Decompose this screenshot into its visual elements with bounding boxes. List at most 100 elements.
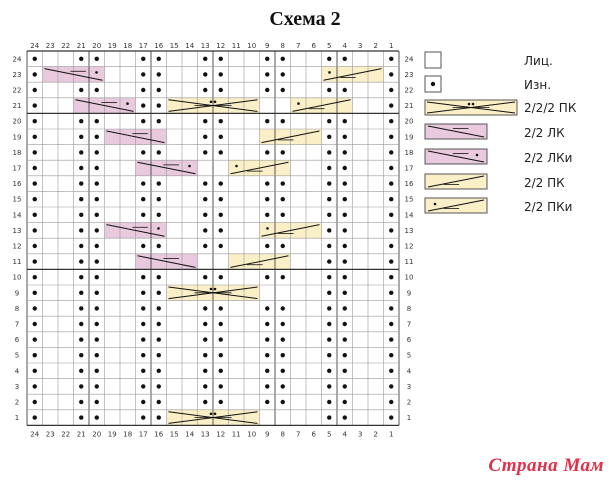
purl-dot bbox=[79, 165, 84, 171]
purl-dot bbox=[265, 321, 270, 327]
row-number: 16 bbox=[13, 180, 22, 188]
purl-dot bbox=[342, 212, 347, 217]
row-number: 10 bbox=[13, 274, 22, 282]
purl-dot bbox=[94, 165, 99, 171]
purl-dot bbox=[156, 290, 161, 295]
purl-dot bbox=[218, 368, 223, 373]
purl-dot bbox=[94, 56, 99, 61]
column-number: 1 bbox=[389, 430, 393, 438]
purl-dot bbox=[265, 275, 270, 280]
column-number: 19 bbox=[108, 430, 117, 438]
column-number: 13 bbox=[201, 42, 210, 50]
purl-dot bbox=[328, 71, 331, 74]
column-number: 11 bbox=[232, 430, 241, 438]
purl-dot bbox=[327, 134, 332, 139]
purl-dot bbox=[280, 72, 285, 77]
purl-dot bbox=[203, 337, 208, 342]
purl-dot bbox=[94, 259, 99, 264]
purl-dot bbox=[280, 368, 285, 373]
row-number: 6 bbox=[407, 336, 412, 344]
purl-dot bbox=[79, 384, 84, 389]
purl-dot bbox=[156, 181, 161, 186]
purl-dot bbox=[79, 134, 84, 139]
column-number: 17 bbox=[139, 42, 148, 50]
row-number: 4 bbox=[407, 367, 412, 375]
row-number: 11 bbox=[13, 258, 22, 266]
column-number: 6 bbox=[312, 42, 317, 50]
purl-dot bbox=[94, 337, 99, 342]
purl-dot bbox=[203, 134, 208, 139]
cable-line bbox=[427, 125, 485, 138]
purl-dot bbox=[79, 87, 84, 93]
row-number: 12 bbox=[13, 243, 22, 251]
watermark-logo: Страна Мам bbox=[488, 455, 604, 476]
purl-dot bbox=[327, 259, 332, 264]
purl-dot bbox=[203, 321, 208, 327]
row-number: 22 bbox=[13, 87, 22, 95]
legend-label-cable-lki: 2/2 ЛКи bbox=[524, 151, 573, 165]
purl-dot bbox=[156, 87, 161, 93]
purl-dot bbox=[280, 399, 285, 405]
purl-dot bbox=[141, 103, 146, 108]
column-number: 1 bbox=[389, 42, 393, 50]
purl-dot bbox=[141, 368, 146, 373]
purl-dot bbox=[471, 102, 475, 106]
purl-dot bbox=[156, 337, 161, 342]
purl-dot bbox=[156, 119, 161, 124]
column-number: 15 bbox=[170, 430, 179, 438]
column-number: 24 bbox=[30, 42, 39, 50]
purl-dot bbox=[389, 368, 394, 373]
cable-line bbox=[106, 224, 165, 237]
purl-dot bbox=[389, 306, 394, 311]
row-number: 19 bbox=[13, 133, 22, 141]
purl-dot bbox=[265, 72, 270, 77]
purl-dot bbox=[141, 150, 146, 155]
purl-dot bbox=[141, 306, 146, 311]
column-number: 22 bbox=[61, 42, 70, 50]
purl-dot bbox=[265, 119, 270, 124]
purl-dot bbox=[389, 197, 394, 202]
purl-dot bbox=[265, 243, 270, 249]
column-number: 6 bbox=[312, 430, 317, 438]
column-number: 12 bbox=[216, 430, 225, 438]
purl-dot bbox=[203, 243, 208, 249]
purl-dot bbox=[32, 103, 37, 108]
purl-dot bbox=[95, 71, 98, 74]
purl-dot bbox=[280, 197, 285, 202]
purl-dot bbox=[327, 368, 332, 373]
purl-dot bbox=[389, 228, 394, 233]
purl-dot bbox=[297, 102, 300, 105]
purl-dot bbox=[342, 243, 347, 249]
purl-dot bbox=[32, 165, 37, 171]
cable-line bbox=[230, 255, 289, 268]
purl-dot bbox=[265, 368, 270, 373]
purl-dot bbox=[265, 399, 270, 405]
purl-dot bbox=[342, 259, 347, 264]
column-number: 17 bbox=[139, 430, 148, 438]
purl-dot bbox=[141, 337, 146, 342]
cable-line bbox=[427, 175, 485, 188]
row-number: 10 bbox=[405, 274, 414, 282]
purl-dot bbox=[280, 275, 285, 280]
purl-dot bbox=[79, 212, 84, 217]
purl-dot bbox=[203, 384, 208, 389]
purl-dot bbox=[156, 306, 161, 311]
purl-dot bbox=[94, 150, 99, 155]
purl-dot bbox=[389, 150, 394, 155]
purl-dot bbox=[79, 337, 84, 342]
purl-dot bbox=[141, 321, 146, 327]
purl-dot bbox=[141, 275, 146, 280]
purl-dot bbox=[141, 399, 146, 405]
column-number: 14 bbox=[185, 42, 194, 50]
row-number: 19 bbox=[405, 133, 414, 141]
purl-dot bbox=[32, 87, 37, 93]
purl-dot bbox=[94, 321, 99, 327]
purl-dot bbox=[342, 197, 347, 202]
purl-dot bbox=[32, 228, 37, 233]
purl-dot bbox=[389, 384, 394, 389]
purl-dot bbox=[94, 243, 99, 249]
row-number: 15 bbox=[13, 196, 22, 204]
purl-dot bbox=[94, 306, 99, 311]
column-number: 21 bbox=[77, 42, 86, 50]
purl-dot bbox=[342, 290, 347, 295]
